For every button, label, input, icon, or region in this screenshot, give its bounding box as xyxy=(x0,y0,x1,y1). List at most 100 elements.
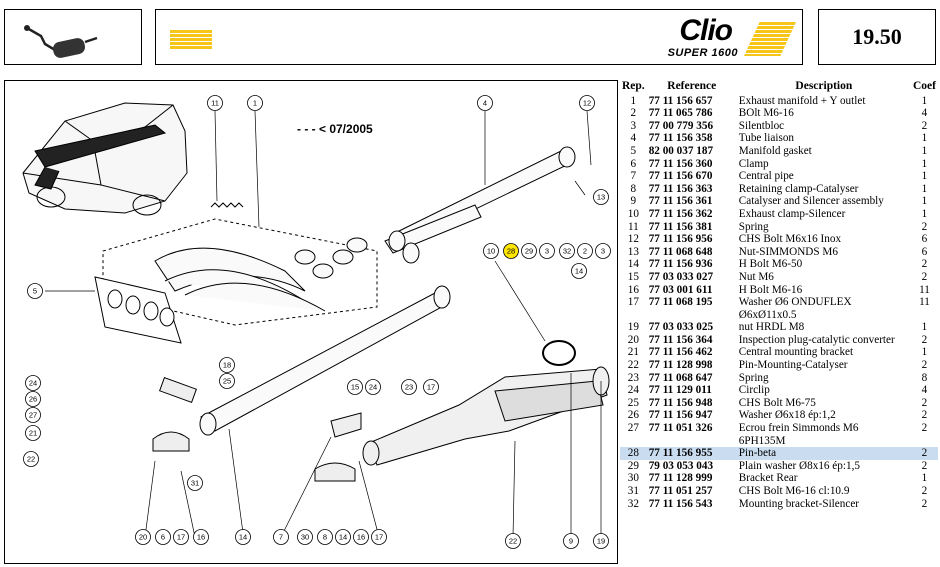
callout-circle[interactable] xyxy=(559,243,575,259)
callout-circle[interactable] xyxy=(423,379,439,395)
callout-circle[interactable] xyxy=(571,263,587,279)
callout-circle[interactable] xyxy=(505,533,521,549)
callout-circle[interactable] xyxy=(23,451,39,467)
cell-rep: 24 xyxy=(627,384,639,397)
callout-circle[interactable] xyxy=(25,425,41,441)
callout-circle[interactable] xyxy=(477,95,493,111)
callout-circle[interactable] xyxy=(579,95,595,111)
callout-label: 26 xyxy=(29,395,37,404)
callout-circle[interactable] xyxy=(155,529,171,545)
column-header-description: Description xyxy=(795,80,853,92)
callout-circle[interactable] xyxy=(135,529,151,545)
callout-circle[interactable] xyxy=(235,529,251,545)
callout-label: 19 xyxy=(597,537,605,546)
callout-label: 30 xyxy=(301,533,309,542)
cell-description: Exhaust clamp-Silencer xyxy=(738,207,846,220)
cell-rep: 10 xyxy=(627,207,639,220)
cell-coef: 1 xyxy=(921,157,928,170)
table-row[interactable]: 6PH135M xyxy=(620,435,938,448)
cell-description: Clamp xyxy=(738,157,769,170)
callout-circle[interactable] xyxy=(173,529,189,545)
callout-circle[interactable] xyxy=(247,95,263,111)
callout-circle[interactable] xyxy=(335,529,351,545)
table-row[interactable]: Ø6xØ11x0.5 xyxy=(620,309,938,322)
callout-circle[interactable] xyxy=(593,189,609,205)
cell-coef: 2 xyxy=(921,459,928,472)
cell-coef: 1 xyxy=(921,321,928,334)
cell-coef: 6 xyxy=(921,245,928,258)
callout-circle[interactable] xyxy=(25,375,41,391)
callout-circle[interactable] xyxy=(219,357,235,373)
cell-coef: 1 xyxy=(921,472,928,485)
callout-circle[interactable] xyxy=(539,243,555,259)
callout-circle[interactable] xyxy=(207,95,223,111)
cell-reference: 77 11 156 462 xyxy=(648,346,713,359)
cell-coef: 2 xyxy=(921,422,928,435)
cell-reference: 77 11 156 936 xyxy=(648,258,713,271)
cell-rep: 11 xyxy=(627,220,639,233)
cell-reference: 77 11 068 195 xyxy=(648,296,713,309)
callout-circle[interactable] xyxy=(273,529,289,545)
callout-circle[interactable] xyxy=(353,529,369,545)
callout-circle[interactable] xyxy=(193,529,209,545)
callout-circle[interactable] xyxy=(27,283,43,299)
callout-circle[interactable] xyxy=(595,243,611,259)
callout-circle[interactable] xyxy=(347,379,363,395)
callout-circle[interactable] xyxy=(25,391,41,407)
callout-circle[interactable] xyxy=(503,243,519,259)
callout-circle[interactable] xyxy=(317,529,333,545)
cell-description: nut HRDL M8 xyxy=(738,321,805,334)
callout-circle[interactable] xyxy=(219,373,235,389)
callout-circle[interactable] xyxy=(577,243,593,259)
cell-description: Spring xyxy=(738,220,769,233)
callout-circle[interactable] xyxy=(521,243,537,259)
cell-rep: 30 xyxy=(627,472,639,485)
clamp-part xyxy=(152,431,190,452)
callout-circle[interactable] xyxy=(401,379,417,395)
callout-circle[interactable] xyxy=(593,533,609,549)
callout-circle[interactable] xyxy=(187,475,203,491)
callout-circle[interactable] xyxy=(483,243,499,259)
callout-circle[interactable] xyxy=(25,407,41,423)
callout-circle[interactable] xyxy=(297,529,313,545)
cell-reference: 77 03 001 611 xyxy=(648,283,713,296)
cell-reference: 77 03 033 027 xyxy=(648,270,714,283)
callout-circle[interactable] xyxy=(365,379,381,395)
model-logo: Clio xyxy=(679,14,733,47)
callout-circle[interactable] xyxy=(563,533,579,549)
cell-reference: 77 11 156 362 xyxy=(648,207,713,220)
callout-circle[interactable] xyxy=(371,529,387,545)
